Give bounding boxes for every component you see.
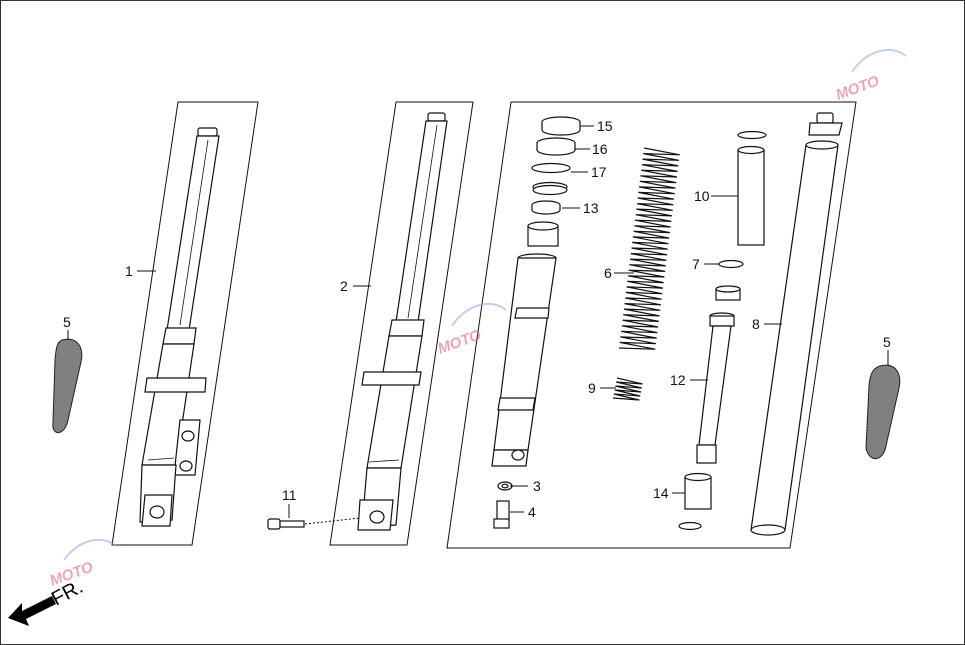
washer-3 — [497, 481, 513, 491]
bolt-4 — [493, 500, 510, 529]
callout-17: 17 — [591, 164, 607, 180]
washer-ring — [532, 181, 568, 196]
watermark-top-right: MOTO — [834, 48, 907, 104]
piston-ring — [715, 285, 741, 301]
callout-16: 16 — [592, 141, 608, 157]
watermark-bottom-left: MOTO — [48, 538, 117, 590]
bushing-sleeve — [527, 221, 559, 247]
callout-11: 11 — [282, 487, 297, 503]
svg-text:MOTO: MOTO — [436, 326, 484, 357]
outer-tube-middle — [491, 253, 557, 467]
fork-boot-right — [865, 364, 901, 460]
callout-15: 15 — [597, 118, 613, 134]
bushing-13 — [531, 200, 561, 215]
frame-fork-internals — [446, 101, 857, 549]
callout-1: 1 — [125, 263, 133, 279]
svg-text:MOTO: MOTO — [834, 72, 882, 103]
fork-assembly-right — [357, 112, 448, 531]
watermark-center: MOTO — [436, 302, 507, 358]
callout-7: 7 — [692, 256, 700, 272]
callout-2: 2 — [340, 278, 348, 294]
spacer-tube-10 — [737, 130, 767, 246]
callout-8: 8 — [752, 316, 760, 332]
callout-9: 9 — [588, 380, 596, 396]
callout-12: 12 — [670, 372, 686, 388]
fork-boot-left — [52, 338, 83, 434]
circlip-17 — [531, 162, 571, 174]
bolt-11 — [267, 518, 305, 530]
spring-6 — [618, 147, 680, 350]
front-direction-arrow: FR. — [8, 576, 87, 626]
fork-assembly-left — [139, 127, 220, 527]
callout-5-right: 5 — [883, 334, 891, 350]
washer-7 — [718, 259, 744, 269]
callout-3: 3 — [533, 478, 541, 494]
bushing-14 — [684, 472, 712, 510]
callout-5-left: 5 — [63, 314, 71, 330]
callout-6: 6 — [604, 265, 612, 281]
leader-lines — [67, 125, 889, 518]
bolt-guide-line — [304, 517, 361, 525]
dust-seal-15 — [541, 116, 581, 136]
callout-13: 13 — [583, 200, 599, 216]
oil-seal-16 — [536, 137, 576, 156]
washer-bottom — [678, 521, 702, 531]
callout-4: 4 — [528, 504, 536, 520]
spring-9 — [612, 377, 643, 401]
frame-fork-left — [111, 101, 259, 546]
callout-10: 10 — [694, 188, 710, 204]
callout-14: 14 — [653, 485, 669, 501]
damper-rod-12 — [696, 312, 735, 464]
inner-tube-8 — [750, 112, 843, 536]
frame-fork-right — [329, 101, 474, 546]
